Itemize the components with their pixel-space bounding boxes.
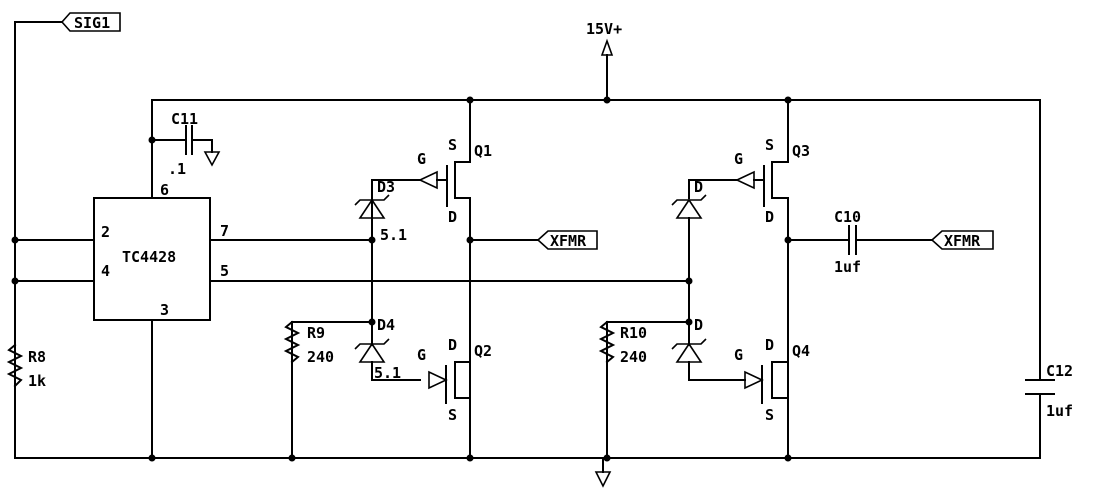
q4-mosfet: G D S Q4 — [734, 336, 810, 424]
q2-mosfet: G D S Q2 — [417, 336, 492, 424]
ic-input-wires — [14, 239, 95, 282]
q1-d: D — [448, 208, 457, 226]
r8-value: 1k — [28, 372, 46, 390]
ic-pin6: 6 — [160, 181, 169, 199]
q4-g: G — [734, 346, 743, 364]
r9-ref: R9 — [307, 324, 325, 342]
d4-value: 5.1 — [374, 364, 401, 382]
r10-ref: R10 — [620, 324, 647, 342]
sig1-port: SIG1 — [60, 12, 121, 32]
r10-value: 240 — [620, 348, 647, 366]
vplus-supply: 15V+ — [586, 20, 622, 101]
ic-pin3: 3 — [160, 301, 169, 319]
q4-s: S — [765, 406, 774, 424]
c11-ref: C11 — [171, 110, 198, 128]
r9-value: 240 — [307, 348, 334, 366]
ic-pin5: 5 — [220, 262, 229, 280]
ic-pin2: 2 — [101, 223, 110, 241]
c11-value: .1 — [168, 160, 186, 178]
xfmr-right-label: XFMR — [944, 232, 981, 250]
ic-pin7: 7 — [220, 222, 229, 240]
r8-resistor: R8 1k — [6, 343, 46, 390]
d3-ref: D3 — [377, 178, 395, 196]
d3-value: 5.1 — [380, 226, 407, 244]
d4-ref: D4 — [377, 316, 395, 334]
c12-value: 1uf — [1046, 402, 1073, 420]
xfmr-left-label: XFMR — [550, 232, 587, 250]
c10-value: 1uf — [834, 258, 861, 276]
q3-s: S — [765, 136, 774, 154]
q2-s: S — [448, 406, 457, 424]
q3-ref: Q3 — [792, 142, 810, 160]
q1-ref: Q1 — [474, 142, 492, 160]
q2-d: D — [448, 336, 457, 354]
ground-symbol-bottom — [594, 457, 612, 488]
d-upper-right-ref: D — [694, 178, 703, 196]
c12-capacitor: C12 1uf — [1025, 362, 1073, 420]
xfmr-left-port: XFMR — [469, 230, 598, 250]
q1-g: G — [417, 150, 426, 168]
r9-resistor: R9 240 — [283, 320, 334, 366]
ic-name: TC4428 — [122, 248, 176, 266]
q1-mosfet: G S D Q1 — [417, 99, 492, 459]
sig1-label: SIG1 — [74, 14, 110, 32]
xfmr-right-port: XFMR — [930, 230, 994, 250]
c10-ref: C10 — [834, 208, 861, 226]
d-upper-right-zener: D — [671, 178, 738, 219]
q2-g: G — [417, 346, 426, 364]
sig1-wire — [14, 21, 63, 459]
q1-s: S — [448, 136, 457, 154]
d3-zener: D3 5.1 — [354, 178, 421, 244]
q4-ref: Q4 — [792, 342, 810, 360]
q3-g: G — [734, 150, 743, 168]
d4-zener: D4 5.1 — [354, 316, 421, 382]
top-rail — [151, 99, 1041, 381]
q3-mosfet: G S D Q3 — [734, 99, 810, 459]
tc4428-ic: TC4428 2 4 6 3 7 5 — [93, 181, 229, 321]
ic-pin4: 4 — [101, 262, 110, 280]
r10-resistor: R10 240 — [598, 320, 647, 366]
vplus-label: 15V+ — [586, 20, 622, 38]
r9-node-wire — [291, 321, 373, 459]
bottom-rail — [14, 393, 1041, 459]
c11-capacitor: C11 .1 — [151, 99, 221, 199]
q3-d: D — [765, 208, 774, 226]
q4-d: D — [765, 336, 774, 354]
c10-capacitor: C10 1uf — [787, 208, 933, 276]
r8-ref: R8 — [28, 348, 46, 366]
d-lower-right-ref: D — [694, 316, 703, 334]
r10-node-wire — [606, 321, 690, 459]
d-lower-right-zener: D — [671, 316, 746, 381]
junction-dots — [11, 96, 792, 462]
c12-ref: C12 — [1046, 362, 1073, 380]
q2-ref: Q2 — [474, 342, 492, 360]
